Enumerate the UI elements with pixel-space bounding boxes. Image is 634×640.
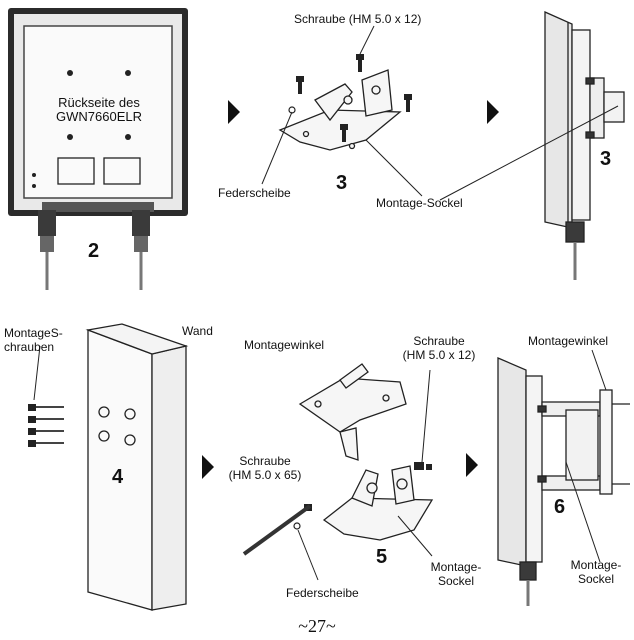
mounting-base-top (278, 69, 402, 151)
arrow-right-icon (202, 455, 214, 479)
schraube-long-line2: (HM 5.0 x 65) (228, 468, 302, 482)
schraube-mid-line1: Schraube (413, 334, 465, 348)
step-5: 5 (376, 546, 388, 568)
wall-block (85, 323, 189, 611)
wand-label: Wand (182, 324, 213, 338)
schraube-mid-label: Schraube (HM 5.0 x 12) (394, 334, 484, 362)
montage-sockel-bottom-line1: Montage- (430, 560, 482, 574)
step-3-side: 3 (600, 148, 612, 170)
step-4: 4 (112, 466, 124, 488)
montage-sockel-right-line1: Montage- (570, 558, 622, 572)
step-3-base: 3 (336, 172, 348, 194)
access-point-side-bottom (497, 357, 630, 606)
rueckseite-line1: Rückseite des (58, 95, 140, 110)
rueckseite-line2: GWN7660ELR (56, 109, 142, 124)
step-6: 6 (554, 496, 566, 518)
montage-schrauben-line1: MontageS- (4, 326, 63, 340)
montage-sockel-bottom-line2: Sockel (437, 574, 475, 588)
step-2: 2 (88, 240, 100, 262)
access-point-back (8, 8, 188, 290)
access-point-side-top (544, 10, 625, 280)
schraube-mid-line2: (HM 5.0 x 12) (402, 348, 476, 362)
schraube-top-label: Schraube (HM 5.0 x 12) (294, 12, 422, 26)
long-screw (242, 504, 312, 556)
wall-screws (28, 345, 64, 447)
arrow-right-icon (228, 100, 240, 124)
schraube-long-line1: Schraube (239, 454, 291, 468)
arrow-right-icon (466, 453, 478, 477)
federscheibe-top-label: Federscheibe (218, 186, 291, 200)
screw-icons-top (296, 54, 412, 142)
federscheibe-bottom-label: Federscheibe (286, 586, 359, 600)
montage-sockel-right-line2: Sockel (577, 572, 615, 586)
schraube-long-label: Schraube (HM 5.0 x 65) (220, 454, 310, 482)
montagewinkel-right-label: Montagewinkel (528, 334, 609, 348)
montage-sockel-top-label: Montage-Sockel (376, 196, 463, 210)
montagewinkel-mid-label: Montagewinkel (244, 338, 325, 352)
montage-sockel-bottom-label: Montage- Sockel (420, 560, 492, 588)
arrow-right-icon (487, 100, 499, 124)
cable-right (132, 210, 150, 290)
page-number: ~27~ (298, 616, 336, 636)
mounting-base-bottom (322, 465, 434, 541)
angle-bracket (298, 363, 407, 461)
montage-schrauben-line2: chrauben (4, 340, 55, 354)
cable-left (38, 210, 56, 290)
montage-schrauben-label: MontageS- chrauben (4, 326, 63, 354)
montage-sockel-right-label: Montage- Sockel (560, 558, 632, 586)
rueckseite-label: Rückseite des GWN7660ELR (44, 96, 154, 124)
